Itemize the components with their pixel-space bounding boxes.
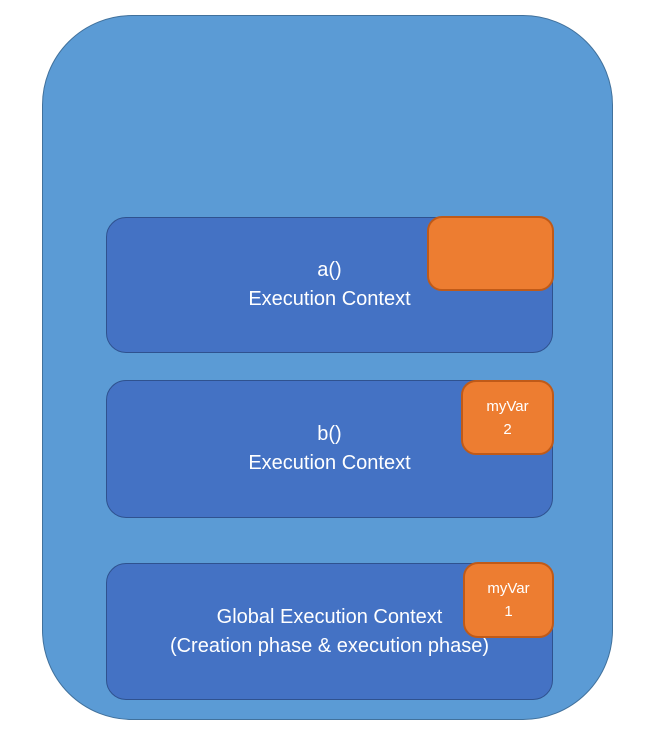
- context-title-line: a(): [317, 259, 342, 281]
- variable-value: 2: [503, 420, 512, 438]
- variable-name: myVar: [486, 397, 529, 415]
- variable-name: myVar: [487, 580, 530, 597]
- context-title-line: Global Execution Context: [216, 605, 443, 628]
- variable-value: 1: [504, 603, 513, 620]
- context-title-line: Execution Context: [248, 452, 411, 474]
- context-title-line: Execution Context: [248, 288, 411, 310]
- context-title-line: (Creation phase & execution phase): [169, 634, 490, 657]
- variable-box-myvar2: myVar 2: [461, 380, 554, 455]
- context-title-line: b(): [317, 423, 342, 445]
- variable-box-empty: [427, 216, 554, 291]
- variable-box-myvar1: myVar 1: [463, 562, 554, 638]
